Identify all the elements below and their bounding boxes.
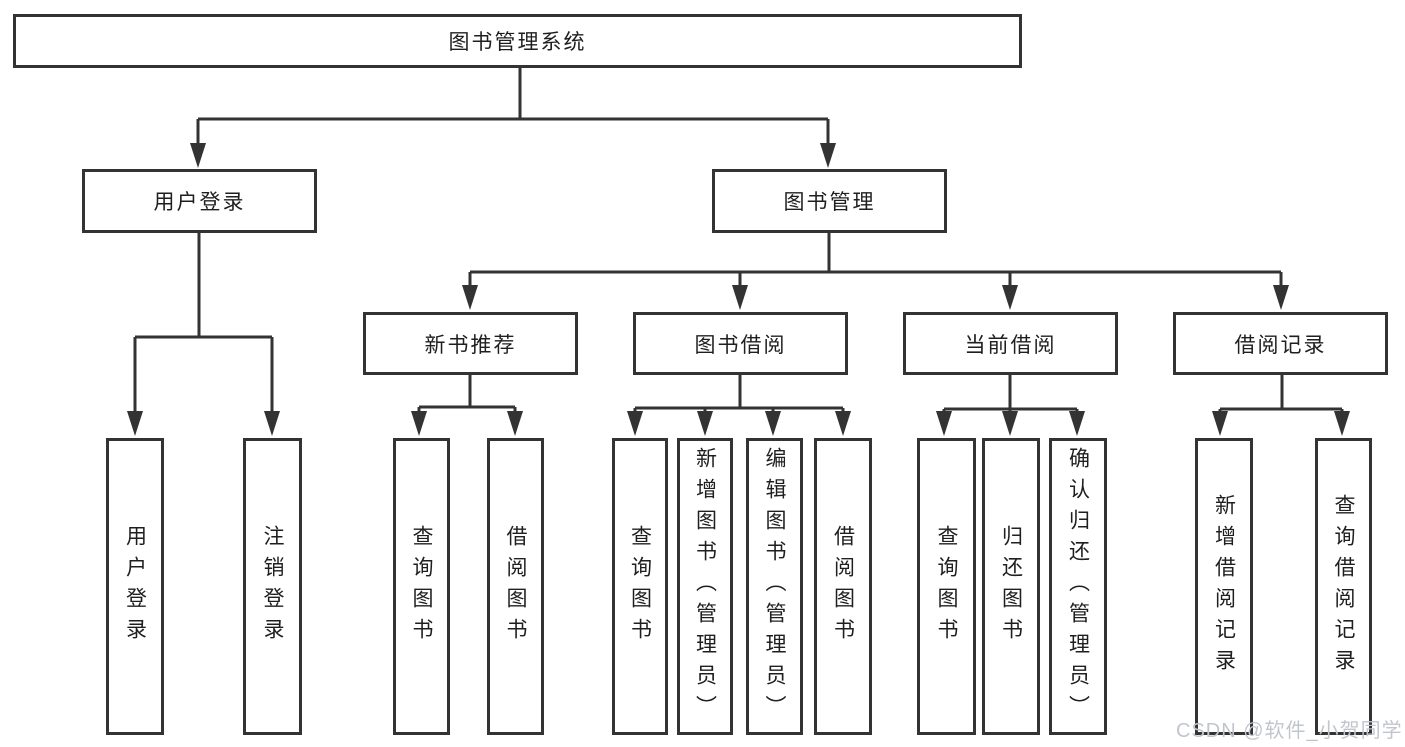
- arrowhead-icon: [127, 411, 143, 436]
- connector-book-borrow-to-children: [633, 375, 845, 412]
- node-borrow-record: 借阅记录: [1173, 312, 1388, 375]
- node-leaf-borrow-book-1: 借阅图书: [487, 438, 544, 735]
- node-library-management-system: 图书管理系统: [13, 14, 1022, 68]
- arrowhead-icon: [1212, 411, 1228, 436]
- arrowhead-icon: [936, 411, 952, 436]
- arrowhead-icon: [1334, 411, 1350, 436]
- node-leaf-query-book-1: 查询图书: [393, 438, 450, 735]
- connector-current-borrow-to-children: [942, 375, 1079, 412]
- arrowhead-icon: [264, 411, 280, 436]
- node-new-book-recommend: 新书推荐: [363, 312, 578, 375]
- arrowhead-icon: [1002, 285, 1018, 310]
- arrowhead-icon: [1069, 411, 1085, 436]
- node-leaf-query-book-2: 查询图书: [612, 438, 668, 735]
- arrowhead-icon: [627, 411, 643, 436]
- arrowhead-icon: [697, 411, 713, 436]
- arrowhead-icon: [190, 143, 206, 168]
- node-leaf-borrow-book-2: 借阅图书: [814, 438, 872, 735]
- node-leaf-logout: 注销登录: [243, 438, 302, 735]
- node-leaf-add-book-admin: 新增图书（管理员）: [677, 438, 733, 735]
- arrowhead-icon: [820, 143, 836, 168]
- connector-user-login-to-children: [133, 233, 274, 412]
- arrowhead-icon: [1002, 411, 1018, 436]
- node-leaf-query-book-3: 查询图书: [917, 438, 976, 735]
- node-book-borrow: 图书借阅: [633, 312, 848, 375]
- arrowhead-icon: [732, 285, 748, 310]
- node-book-management: 图书管理: [712, 169, 947, 233]
- node-leaf-confirm-return-admin: 确认归还（管理员）: [1049, 438, 1107, 735]
- arrowhead-icon: [411, 411, 427, 436]
- arrowhead-icon: [765, 411, 781, 436]
- arrowhead-icon: [835, 411, 851, 436]
- connector-new-book-to-children: [417, 375, 517, 412]
- arrowhead-icon: [1273, 285, 1289, 310]
- node-leaf-user-login: 用户登录: [106, 438, 164, 735]
- connector-borrow-record-to-children: [1218, 375, 1344, 412]
- node-leaf-edit-book-admin: 编辑图书（管理员）: [746, 438, 803, 735]
- connector-book-mgmt-to-level3: [468, 233, 1283, 286]
- node-leaf-add-borrow-record: 新增借阅记录: [1195, 438, 1253, 735]
- csdn-watermark: CSDN @软件_小贺同学: [1176, 720, 1403, 742]
- node-leaf-return-book: 归还图书: [982, 438, 1040, 735]
- node-user-login: 用户登录: [82, 169, 317, 233]
- arrowhead-icon: [462, 285, 478, 310]
- arrowhead-icon: [507, 411, 523, 436]
- connector-root-to-level2: [196, 68, 830, 144]
- node-current-borrow: 当前借阅: [903, 312, 1118, 375]
- node-leaf-query-borrow-record: 查询借阅记录: [1315, 438, 1372, 735]
